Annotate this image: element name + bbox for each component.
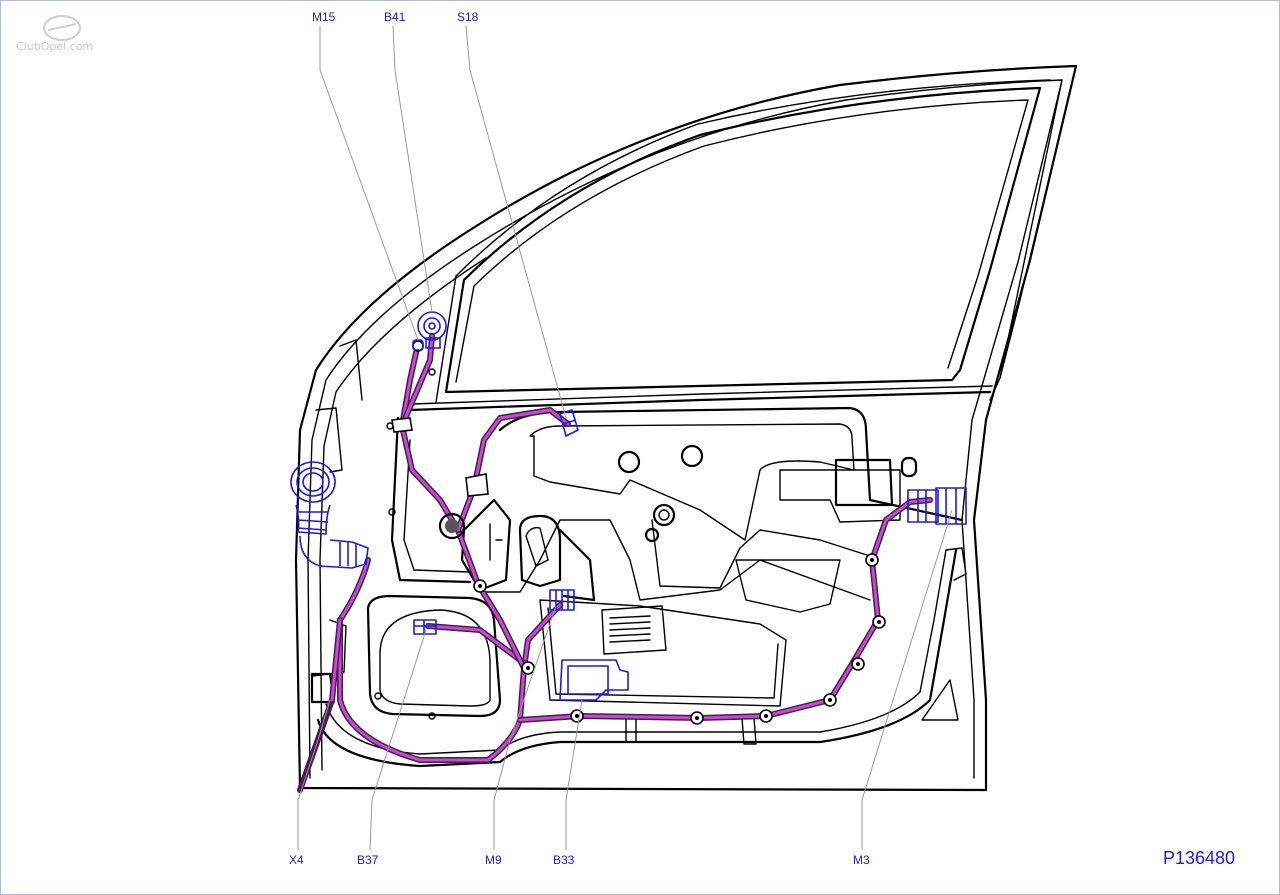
callout-m3: M3 [853, 853, 870, 867]
wiring-harness [297, 333, 933, 793]
watermark-text: ClubOpel.com [16, 40, 93, 53]
watermark-logo: ClubOpel.com [16, 15, 93, 53]
callout-m15: M15 [312, 10, 336, 24]
door-outline [294, 64, 1078, 792]
switch-s18-component [559, 409, 579, 437]
motor-m9-connector [549, 589, 575, 611]
callout-m9: M9 [485, 853, 502, 867]
callout-s18: S18 [457, 10, 479, 24]
callout-b33: B33 [553, 853, 575, 867]
callout-b41: B41 [384, 10, 406, 24]
harness-clips [391, 340, 886, 725]
leader-lines [297, 25, 953, 851]
connector-x4-component [290, 461, 369, 569]
callout-x4: X4 [289, 853, 304, 867]
motor-m3-connector [907, 487, 967, 525]
module-b33-component [559, 659, 629, 701]
callout-b37: B37 [357, 853, 379, 867]
reference-code: P136480 [1163, 848, 1235, 868]
